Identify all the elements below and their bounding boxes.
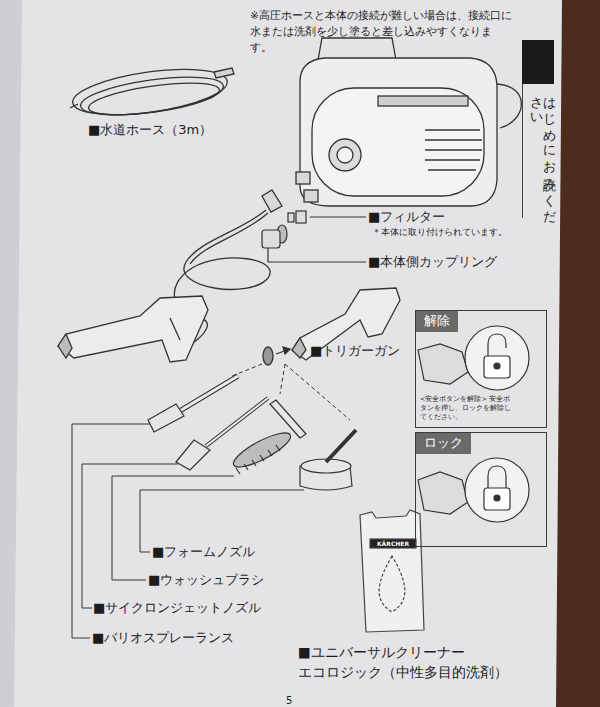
keyhole: [494, 495, 500, 501]
unit-handle: [318, 38, 396, 60]
lock-panel: ロック: [415, 432, 547, 547]
brush-head: [230, 427, 295, 473]
vario-nozzle: [148, 404, 184, 432]
hose-end: [70, 104, 78, 108]
gun-tip: [58, 334, 72, 358]
panel-heading: 解除: [416, 311, 458, 332]
part-label: ■トリガーガン: [310, 342, 400, 360]
hand-gun: [418, 344, 468, 384]
part-label: ■本体側カップリング: [368, 253, 497, 271]
hose-coil: [70, 61, 230, 122]
note-text: ※高圧ホースと本体の接続が難しい場合は、接続口に水または洗剤を少し塗ると差し込み…: [250, 8, 512, 55]
page-shadow: [0, 0, 22, 707]
unlock-panel: 解除 <安全ボタンを解除> 安全ボタンを押し、ロックを解除してください。: [415, 310, 547, 428]
coupling-leader: [268, 248, 366, 262]
unit-outlet: [296, 172, 310, 184]
panel-heading: ロック: [416, 433, 471, 454]
cyclone-lance-inner: [206, 398, 268, 446]
part-label: ■サイクロンジェットノズル: [93, 599, 261, 617]
gun-trigger: [170, 318, 180, 340]
filter: [296, 211, 306, 223]
accessories: [148, 376, 356, 490]
cyclone-nozzle: [176, 440, 210, 470]
tab-block: [522, 40, 554, 84]
padlock-shackle-closed: [488, 466, 506, 488]
filter-leader: [310, 216, 366, 217]
part-label: ■ウォッシュブラシ: [148, 571, 264, 589]
trigger-gun-right: [292, 288, 400, 360]
panel-note: <安全ボタンを解除> 安全ボタンを押し、ロックを解除してください。: [420, 395, 512, 421]
dash-line: [280, 364, 285, 394]
power-cord: [497, 84, 521, 128]
lock-circle: [465, 458, 529, 522]
coupling: [262, 230, 280, 248]
part-label: ■バリオスプレーランス: [92, 629, 234, 647]
main-unit: [296, 38, 521, 206]
water-hose: [70, 61, 234, 122]
part-note: ＊本体に取り付けられています。: [372, 227, 507, 238]
leader-lines: [72, 424, 304, 638]
vario-lance-inner: [178, 376, 238, 412]
unlock-icons: [418, 326, 529, 390]
hp-hose-line: [190, 213, 268, 264]
hose-coil: [87, 77, 221, 121]
unit-badge: [378, 96, 468, 106]
filter-ring: [288, 213, 294, 222]
trigger-gun-left: [58, 296, 208, 362]
filter-coupling: [262, 211, 366, 262]
unit-housing: [300, 58, 497, 206]
brush-handle: [270, 400, 306, 438]
unit-panel: [312, 88, 484, 196]
unit-vents: [425, 130, 482, 170]
lock-circle: [465, 326, 529, 390]
arrow-head: [283, 347, 290, 354]
foam-stem: [326, 430, 356, 462]
padlock-body: [484, 356, 510, 378]
bag-droplet: [379, 556, 405, 612]
brand-mark: KÄRCHER: [371, 539, 415, 548]
tab-text: はじめにお読みください: [530, 88, 556, 218]
hose-coil: [78, 70, 225, 122]
unit-knob: [329, 139, 361, 171]
part-label: ■水道ホース（3m）: [88, 121, 212, 139]
unit-knob-center: [337, 147, 353, 163]
padlock-body: [484, 488, 510, 510]
hand-gun: [418, 472, 468, 514]
part-label: ■フォームノズル: [152, 543, 255, 561]
part-label: ■フィルター: [368, 208, 445, 226]
leader-line: [112, 476, 234, 580]
gun-ring: [263, 347, 273, 365]
dash-line: [285, 364, 350, 420]
leader-line: [140, 490, 304, 552]
hose-connector: [214, 68, 234, 78]
brush-bristles: [236, 445, 280, 474]
lock-icons: [418, 458, 529, 522]
bag-brand-band: [370, 539, 416, 548]
trigger-guns: [58, 288, 400, 365]
gun-tip: [292, 338, 306, 358]
hose-fitting: [262, 190, 282, 212]
vario-lance: [178, 376, 238, 412]
padlock-shackle-open: [488, 334, 506, 356]
unit-inlet: [304, 190, 318, 202]
keyhole: [494, 363, 500, 369]
page-number: 5: [286, 694, 292, 707]
section-tab: はじめにお読みください: [522, 84, 554, 218]
part-label: ■ユニバーサルクリーナー エコロジック（中性多目的洗剤）: [298, 642, 530, 683]
desk-wood: [556, 0, 600, 707]
cyclone-lance: [206, 398, 268, 446]
